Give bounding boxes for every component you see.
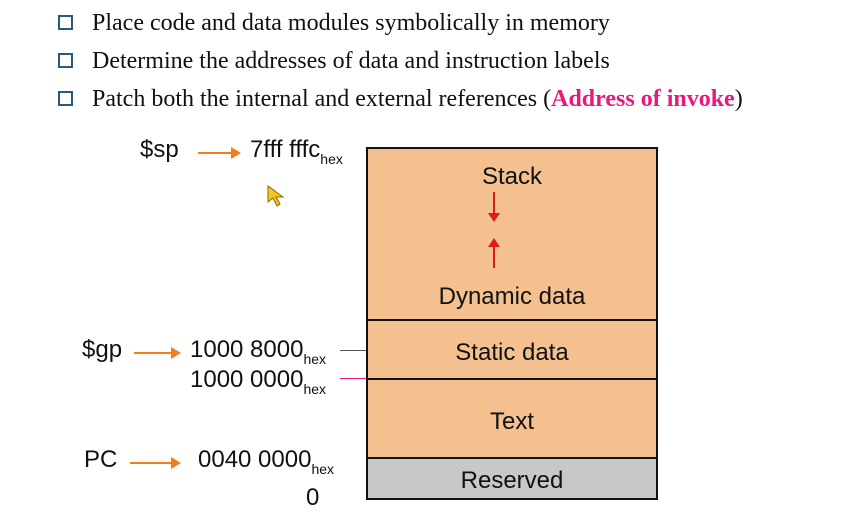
bullet-item: Patch both the internal and external ref… [58,80,858,118]
static-data-segment: Static data [366,319,658,380]
gp-label: $gp [82,336,123,363]
bullet-text: Patch both the internal and external ref… [92,86,552,112]
pc-address: 0040 0000hex [198,446,335,477]
bullet-item: Determine the addresses of data and inst… [58,42,858,80]
bullet-text: Determine the addresses of data and inst… [92,48,610,74]
square-bullet-icon [58,91,73,106]
square-bullet-icon [58,15,73,30]
sp-arrow-icon [198,147,241,159]
square-bullet-icon [58,53,73,68]
text-label: Text [489,408,534,435]
bullet-text-end: ) [734,86,743,112]
dynamic-data-label: Dynamic data [438,283,586,310]
reserved-segment: Reserved [366,457,658,500]
pc-label: PC [84,446,118,473]
stack-dynamic-segment: Stack Dynamic data [366,147,658,321]
gp-address: 1000 8000hex [190,336,327,367]
gp-arrow-icon [134,347,181,359]
bullet-text: Place code and data modules symbolically… [92,10,610,36]
sp-label: $sp [140,136,179,163]
reserved-label: Reserved [460,467,564,494]
stack-label: Stack [481,163,543,190]
mouse-cursor-icon [267,185,285,207]
heap-grow-up-arrow-icon [488,238,500,268]
bullet-item: Place code and data modules symbolically… [58,4,858,42]
text-segment: Text [366,378,658,459]
static-start-address: 1000 0000hex [190,366,327,397]
bullet-highlight: Address of invoke [551,86,735,112]
gp-tick-line [340,350,384,351]
static-data-label: Static data [455,339,569,366]
static-start-tick-line [340,378,384,379]
pc-arrow-icon [130,457,181,469]
bullet-list: Place code and data modules symbolically… [58,4,858,118]
sp-address: 7fff fffchex [250,136,343,167]
stack-grow-down-arrow-icon [488,192,500,222]
zero-address: 0 [306,484,320,511]
